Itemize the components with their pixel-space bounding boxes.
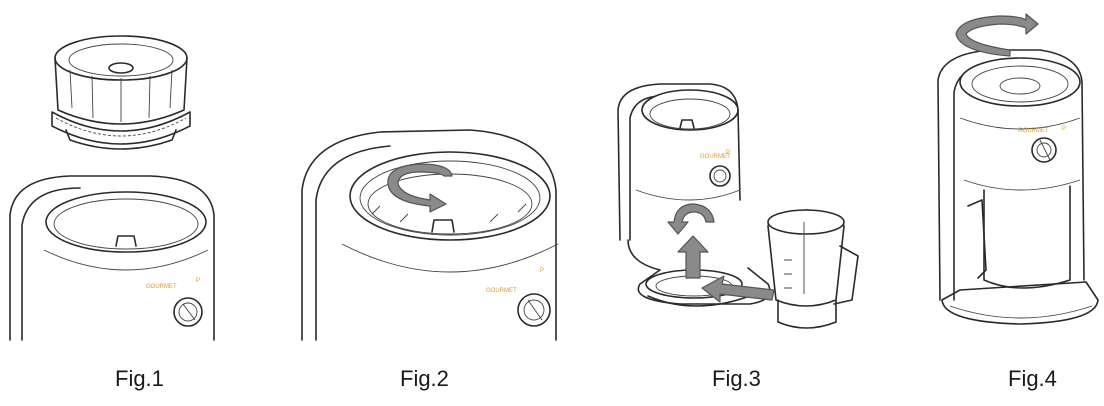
fig2-power-label: P [540,268,544,274]
fig1-model-label: GOURMET [146,284,177,290]
fig3-insert-arrow [701,275,775,303]
figure-4: GOURMET P Fig.4 [920,0,1104,406]
fig1-lid [51,35,191,150]
fig3-power-label: P [726,150,730,156]
fig3-model-label: GOURMET [700,154,731,160]
fig2-caption: Fig.2 [400,366,449,391]
fig2-drawing: GOURMET P [301,129,559,341]
fig4-drawing: GOURMET P [937,13,1099,325]
fig2-rotate-arrow [387,163,453,213]
fig4-power-label: P [1062,126,1066,132]
fig4-assembled-unit: GOURMET P [937,49,1099,325]
fig1-base-unit: GOURMET P [9,175,215,341]
fig3-jug [767,209,859,329]
figure-1: GOURMET P Fig.1 [0,0,260,406]
fig3-caption: Fig.3 [712,366,761,391]
figure-2: GOURMET P Fig.2 [290,0,570,406]
figure-3: GOURMET P Fig.3 [600,0,880,406]
fig1-power-label: P [196,278,200,284]
fig3-up-arrow [677,235,709,279]
fig2-base-unit: GOURMET P [301,129,559,341]
fig1-drawing: GOURMET P [9,35,215,341]
fig3-main-unit: GOURMET P [617,83,771,307]
fig3-rotate-arrow [667,203,715,235]
fig1-caption: Fig.1 [115,366,164,391]
fig4-model-label: GOURMET [1018,128,1049,134]
fig3-drawing: GOURMET P [617,83,859,329]
fig2-model-label: GOURMET [486,288,517,294]
fig4-caption: Fig.4 [1008,366,1057,391]
fig4-rotate-arrow [955,13,1039,57]
